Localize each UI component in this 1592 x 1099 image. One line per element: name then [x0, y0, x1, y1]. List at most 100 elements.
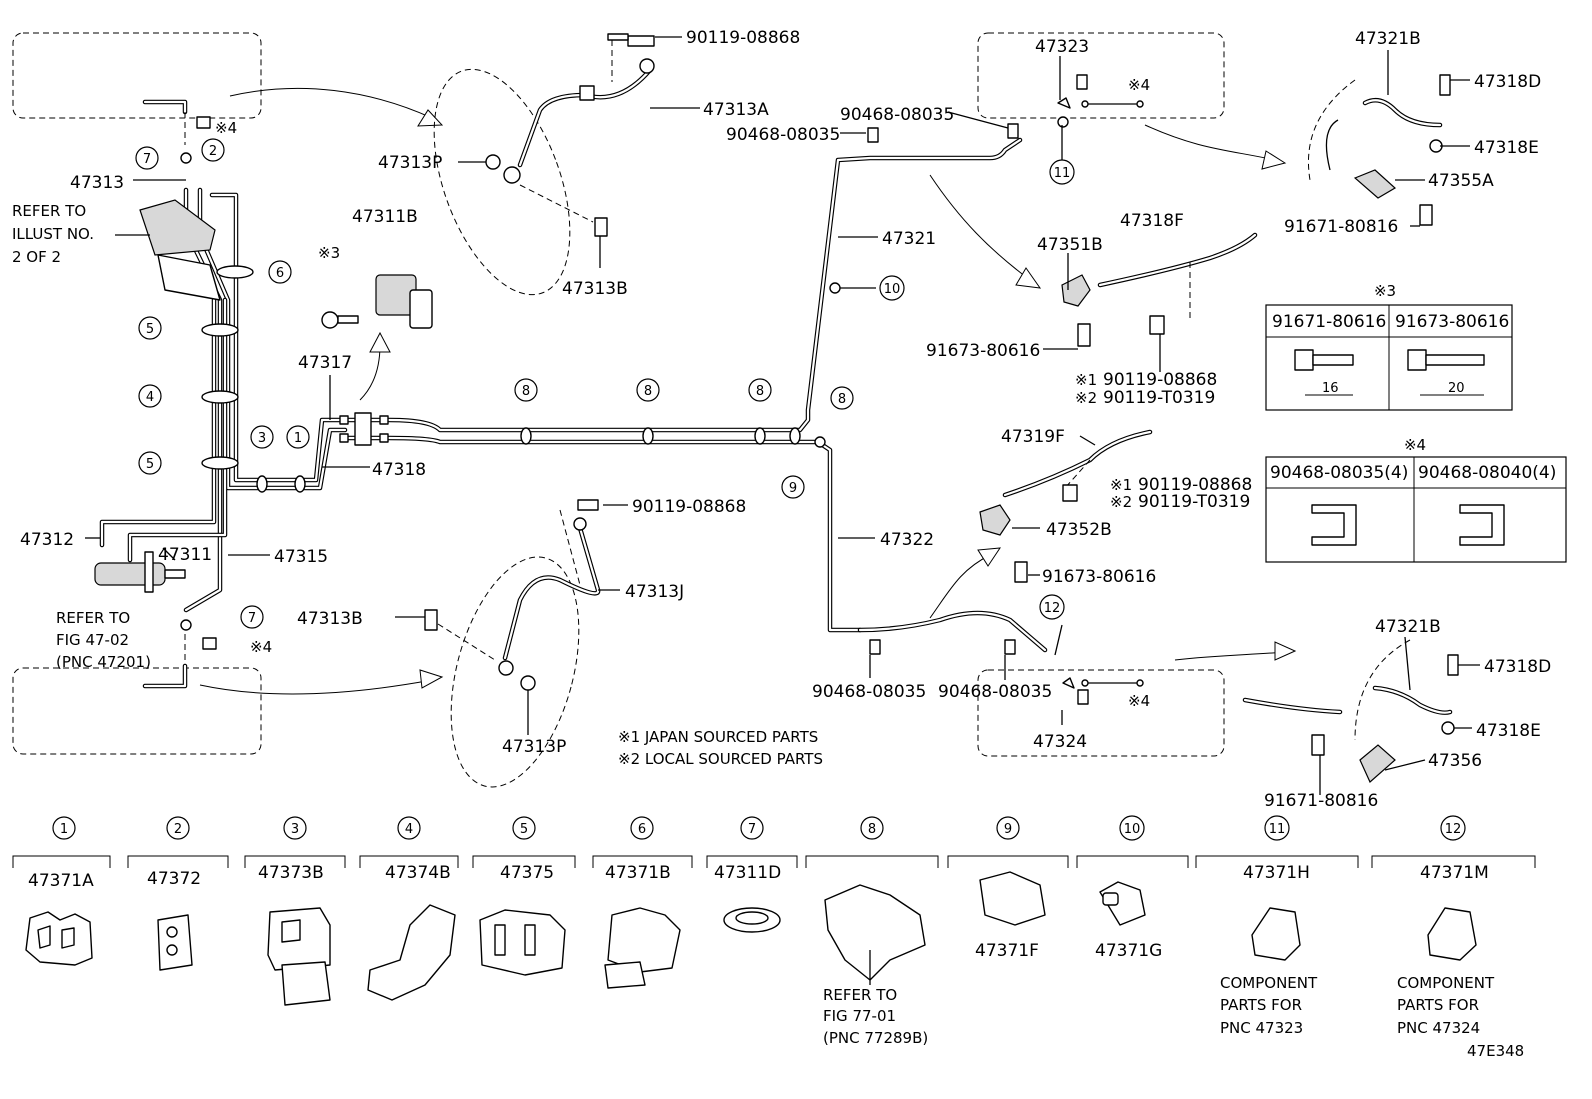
bolt-spec-table: ※3 91671-80616 91673-80616 16 20 [1265, 282, 1513, 411]
callout-1: 1 [294, 431, 302, 446]
label-47318E-bottom: 47318E [1476, 721, 1541, 741]
label-47318D-bottom: 47318D [1484, 657, 1551, 677]
label-90119-08868-mid: 90119-08868 [632, 497, 746, 517]
label-47355A: 47355A [1428, 171, 1494, 191]
clip-legend: 1 2 3 4 5 6 7 8 9 10 11 12 47371A 47372 … [12, 815, 1536, 1060]
callout-7: 7 [248, 611, 256, 626]
callout-8: 8 [522, 384, 530, 399]
mark4-label: ※4 [215, 119, 237, 137]
label-47322: 47322 [880, 530, 934, 550]
region-bottom-left [12, 667, 262, 755]
legend-no-8: 8 [868, 822, 876, 837]
callout-circles: 7 2 6 5 4 5 3 1 7 8 8 8 8 9 10 11 12 [135, 138, 1075, 629]
part-labels: 90119-08868 47313A 47313P 47311B 47313B … [12, 28, 1551, 811]
label-47318D-top: 47318D [1474, 72, 1541, 92]
label-91673-80616-b: 91673-80616 [1042, 567, 1156, 587]
legend-part-47371M: 47371M [1420, 863, 1489, 883]
legend-part-47373B: 47373B [258, 863, 324, 883]
local-mark-a: ※2 [1075, 389, 1097, 407]
mark4-label: ※4 [250, 638, 272, 656]
label-91673-80616-a: 91673-80616 [926, 341, 1040, 361]
label-90468-08035-d: 90468-08035 [938, 682, 1052, 702]
legend-part-47372: 47372 [147, 869, 201, 889]
label-91671-80816-top: 91671-80816 [1284, 217, 1398, 237]
label-47313A: 47313A [703, 100, 769, 120]
label-47321B-top: 47321B [1355, 29, 1421, 49]
label-90119-08868: 90119-08868 [686, 28, 800, 48]
region-top-left [12, 32, 262, 119]
legend-no-3: 3 [291, 822, 299, 837]
label-47318: 47318 [372, 460, 426, 480]
label-90468-08035-c: 90468-08035 [812, 682, 926, 702]
c11-note-line3: PNC 47323 [1220, 1019, 1303, 1037]
legend-part-47371H: 47371H [1243, 863, 1310, 883]
valve-body [94, 562, 166, 586]
master-cylinder-block [139, 199, 216, 256]
clip-47372-drawing [157, 914, 193, 971]
clip-47371A-drawing [25, 911, 93, 966]
table3-dim1: 16 [1322, 381, 1339, 396]
legend-no-9: 9 [1004, 822, 1012, 837]
legend-part-47374B: 47374B [385, 863, 451, 883]
clip-47371H-drawing [1251, 907, 1301, 961]
callout-4: 4 [146, 390, 154, 405]
leader-lines [85, 36, 1480, 795]
label-47313P-bottom: 47313P [502, 737, 566, 757]
label-47318E-top: 47318E [1474, 138, 1539, 158]
legend-part-47371B: 47371B [605, 863, 671, 883]
callout-7: 7 [143, 152, 151, 167]
label-90468-08035-a: 90468-08035 [840, 105, 954, 125]
c8-ref-line3: (PNC 77289B) [823, 1029, 928, 1047]
mark4-label: ※4 [1128, 692, 1150, 710]
label-47321: 47321 [882, 229, 936, 249]
refer-fig-line1: REFER TO [56, 609, 130, 627]
note-local-sourced: ※2 LOCAL SOURCED PARTS [618, 750, 823, 768]
legend-no-10: 10 [1124, 822, 1141, 837]
label-47352B: 47352B [1046, 520, 1112, 540]
bracket-47311B [321, 274, 433, 329]
refer-illust-line1: REFER TO [12, 202, 86, 220]
figure-id: 47E348 [1467, 1042, 1524, 1060]
table4-mark: ※4 [1404, 436, 1426, 454]
clip-47371F-drawing [979, 871, 1046, 926]
table4-col2: 90468-08040(4) [1418, 463, 1556, 483]
label-47311: 47311 [158, 545, 212, 565]
label-47313B: 47313B [562, 279, 628, 299]
bracket-47356 [1359, 744, 1396, 783]
legend-part-47311D: 47311D [714, 863, 781, 883]
table3-dim2: 20 [1448, 381, 1465, 396]
region-47324 [977, 669, 1225, 757]
callout-2: 2 [209, 144, 217, 159]
legend-no-1: 1 [60, 822, 68, 837]
label-47321B-bottom: 47321B [1375, 617, 1441, 637]
table3-col2: 91673-80616 [1395, 312, 1509, 332]
callout-6: 6 [276, 266, 284, 281]
c12-note-line1: COMPONENT [1397, 974, 1495, 992]
label-47318F: 47318F [1120, 211, 1184, 231]
legend-no-12: 12 [1445, 822, 1462, 837]
clip-47375-drawing [479, 909, 566, 976]
legend-no-6: 6 [638, 822, 646, 837]
legend-part-47375: 47375 [500, 863, 554, 883]
japan-mark-b: ※1 [1110, 476, 1132, 494]
main-brake-lines [342, 137, 1048, 653]
legend-part-47371A: 47371A [28, 871, 94, 891]
local-mark-b: ※2 [1110, 493, 1132, 511]
label-47313: 47313 [70, 173, 124, 193]
clip-47371B-drawing [607, 907, 681, 973]
mark4-label: ※4 [1128, 76, 1150, 94]
label-47351B: 47351B [1037, 235, 1103, 255]
bracket-47355A [1353, 169, 1397, 199]
table3-col1: 91671-80616 [1272, 312, 1386, 332]
table4-col1: 90468-08035(4) [1270, 463, 1408, 483]
callout-5: 5 [146, 322, 154, 337]
legend-no-2: 2 [174, 822, 182, 837]
label-47313B-bottom: 47313B [297, 609, 363, 629]
c12-note-line2: PARTS FOR [1397, 996, 1479, 1014]
label-47323: 47323 [1035, 37, 1089, 57]
legend-part-47371F: 47371F [975, 941, 1039, 961]
c11-note-line2: PARTS FOR [1220, 996, 1302, 1014]
label-90119-08868-j2: 90119-08868 [1138, 475, 1252, 495]
legend-no-7: 7 [748, 822, 756, 837]
